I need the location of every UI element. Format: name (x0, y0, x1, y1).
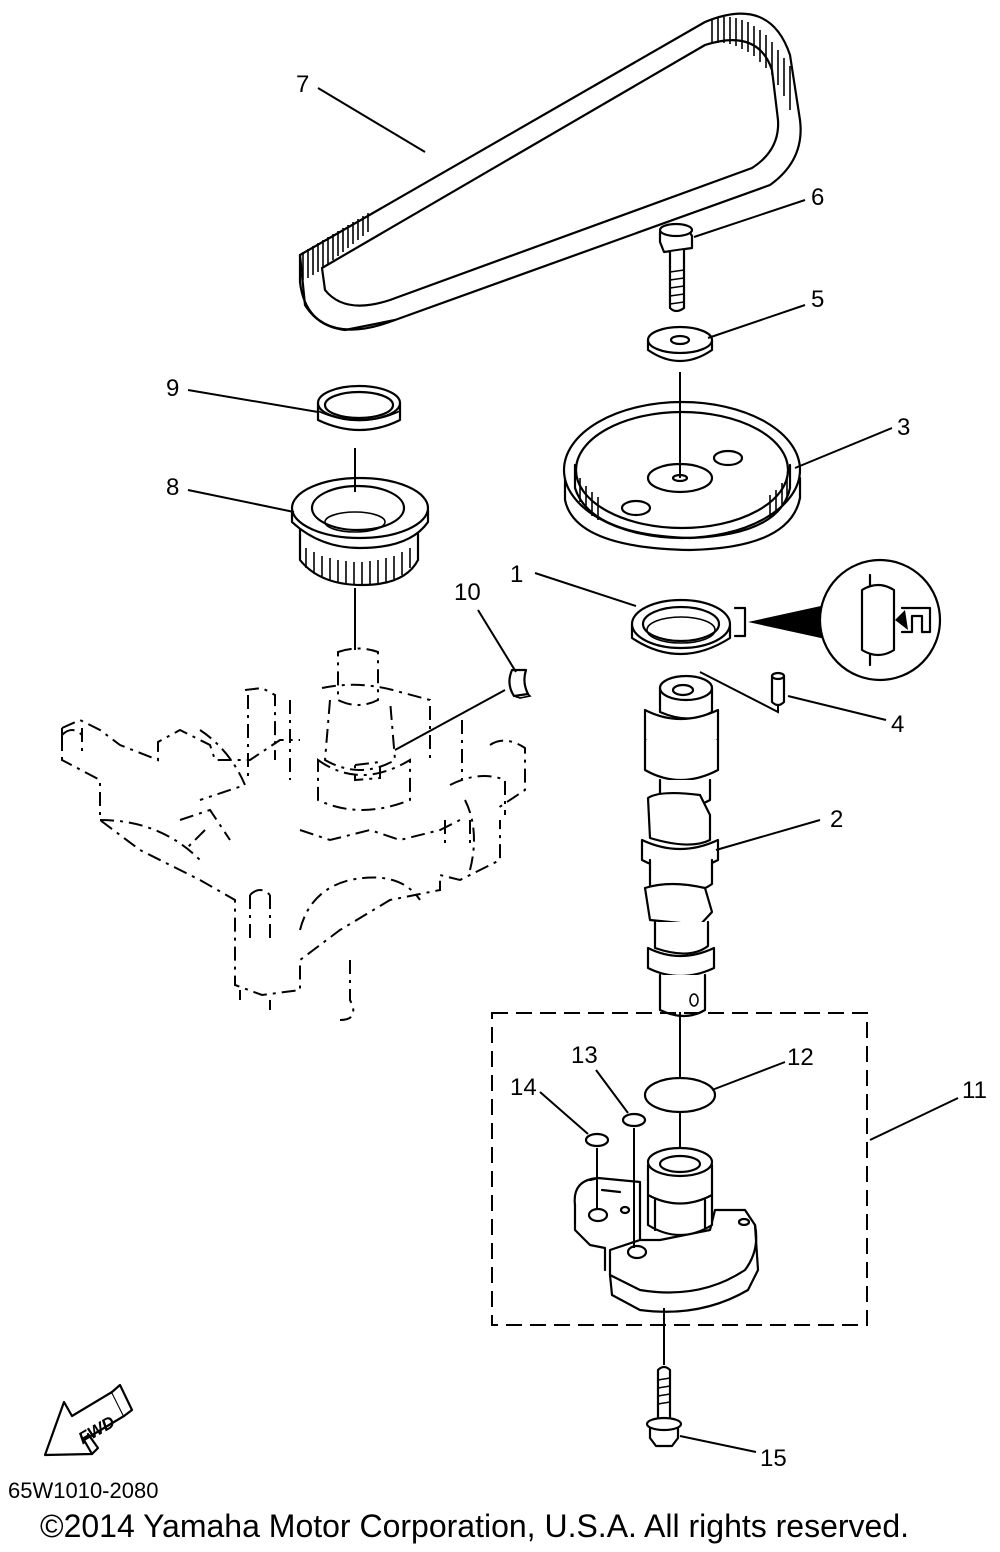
fwd-arrow: FWD (43, 1383, 134, 1457)
grease-indicator (733, 558, 942, 682)
callout-4: 4 (891, 711, 904, 738)
callout-12: 12 (787, 1044, 814, 1071)
callout-1: 1 (510, 561, 523, 588)
callout-7: 7 (296, 71, 309, 98)
alignment-lines (354, 372, 779, 1365)
cylinder-head-phantom (61, 647, 526, 1021)
pulley-bolt (658, 222, 694, 313)
cap-ring (316, 384, 402, 432)
oil-pump-assembly-box (491, 1012, 868, 1326)
oil-seal (630, 598, 732, 655)
callout-10: 10 (454, 579, 481, 606)
oil-pump-body (573, 1146, 760, 1313)
callout-14: 14 (510, 1074, 537, 1101)
pump-bolt (645, 1365, 683, 1448)
callout-13: 13 (571, 1042, 598, 1069)
diagram-code: 65W1010-2080 (8, 1478, 159, 1503)
callout-numbers: 1 2 3 4 5 6 7 8 9 10 11 12 13 14 15 (166, 71, 987, 1472)
callout-5: 5 (811, 286, 824, 313)
callout-2: 2 (830, 806, 843, 833)
dowel-pin (770, 671, 786, 707)
callout-8: 8 (166, 474, 179, 501)
o-ring-large (643, 1076, 717, 1114)
callout-11: 11 (962, 1077, 987, 1104)
leader-lines (187, 87, 959, 1453)
callout-6: 6 (811, 184, 824, 211)
callout-3: 3 (897, 414, 910, 441)
bearing-housing (290, 476, 430, 587)
callout-15: 15 (760, 1445, 787, 1472)
woodruff-key (508, 668, 532, 699)
camshaft (640, 674, 720, 1018)
callout-9: 9 (166, 375, 179, 402)
timing-belt (298, 12, 802, 332)
o-ring-small-13 (621, 1112, 647, 1128)
copyright-notice: ©2014 Yamaha Motor Corporation, U.S.A. A… (40, 1508, 910, 1544)
o-ring-small-14 (584, 1132, 610, 1148)
washer (646, 325, 714, 362)
camshaft-pulley (562, 400, 802, 552)
